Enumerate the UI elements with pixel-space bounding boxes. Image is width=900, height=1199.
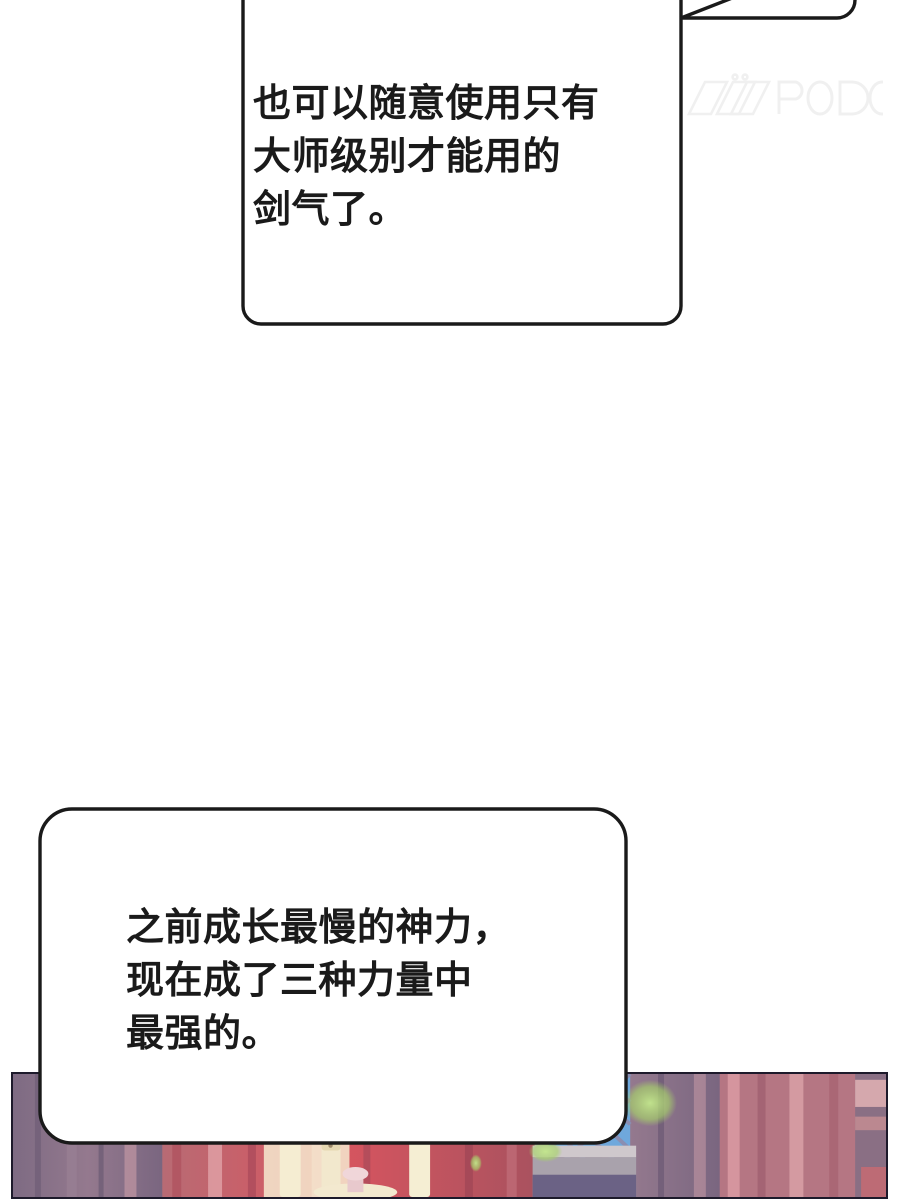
- window-sill: [532, 1145, 637, 1158]
- green-bokeh-orb: [623, 1079, 677, 1127]
- speech-bubble-upper-text: 也可以随意使用只有 大师级别才能用的 剑气了。: [253, 83, 600, 231]
- bubble-outline: [38, 807, 628, 1145]
- speech-bubble-lower-text: 之前成长最慢的神力， 现在成了三种力量中 最强的。: [126, 907, 512, 1055]
- bubble-outline: [241, 0, 857, 326]
- speech-bubble-upper: [241, 0, 857, 326]
- candelabra-tray: [313, 1166, 398, 1197]
- green-bokeh-orb: [528, 1140, 563, 1163]
- floor: [532, 1174, 637, 1197]
- speech-bubble-lower: [38, 807, 628, 1145]
- green-bokeh-orb: [469, 1154, 482, 1172]
